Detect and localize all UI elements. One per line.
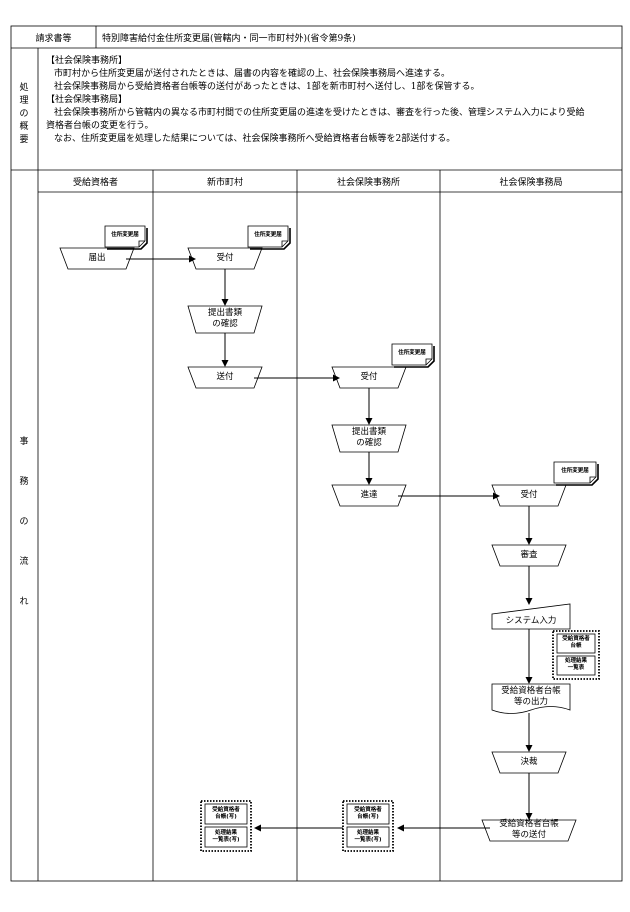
- doc-label-office: 住所変更届: [398, 350, 426, 356]
- doc-label-applicant: 住所変更届: [111, 232, 139, 238]
- step-sofu-municipality: 送付: [216, 372, 234, 382]
- step-todokede: 届出: [88, 253, 106, 263]
- summary-line-3: 【社会保険事務局】: [46, 95, 128, 105]
- doc-group-office: [342, 800, 394, 852]
- step-shape-shinsa: [491, 544, 567, 567]
- step-shape-shintatsu: [331, 484, 407, 507]
- step-shape-sofu2: [481, 819, 577, 842]
- flow-label: 事務の流れ: [19, 437, 29, 607]
- doc-kekka-copy-municipality: 処理結果一覧表(写): [212, 830, 240, 843]
- lane-header-bureau: 社会保険事務局: [499, 177, 563, 188]
- doc-shape-office: [391, 343, 433, 366]
- doc-daicho-copy-office: 受給資格者台帳(写): [354, 807, 382, 820]
- doc-group-bureau: [552, 630, 600, 680]
- header-title: 特別障害給付金住所変更届(管轄内・同一市町村外)(省令第9条): [102, 33, 356, 44]
- summary-line-2: 社会保険事務局から受給資格者台帳等の送付があったときは、1部を新市町村へ送付し、…: [54, 82, 480, 92]
- step-kakunin-office: 提出書類の確認: [351, 427, 386, 448]
- summary-label: 処理の概要: [19, 83, 29, 145]
- doc-kekka-copy-office: 処理結果一覧表(写): [354, 830, 382, 843]
- step-shape-system: [491, 603, 571, 630]
- step-shape-kessai: [491, 751, 567, 774]
- doc-group-municipality: [200, 800, 252, 852]
- doc-daicho-copy-municipality: 受給資格者台帳(写): [212, 807, 240, 820]
- step-shape-sofu1: [187, 366, 263, 389]
- step-uketsuke-municipality: 受付: [216, 253, 234, 263]
- summary-line-1: 市町村から住所変更届が送付されたときは、届書の内容を確認の上、社会保険事務局へ進…: [54, 69, 451, 79]
- step-shintatsu: 進達: [360, 490, 378, 500]
- doc-shape-bureau: [553, 461, 597, 484]
- step-shape-todokede: [59, 247, 135, 270]
- doc-label-municipality: 住所変更届: [254, 232, 282, 238]
- header-label: 請求書等: [35, 33, 72, 44]
- lane-header-new-municipality: 新市町村: [206, 177, 243, 188]
- lane-header-office: 社会保険事務所: [336, 177, 400, 188]
- step-shape-kakunin1: [187, 305, 263, 334]
- doc-shape-applicant: [104, 225, 146, 248]
- doc-label-bureau: 住所変更届: [561, 468, 589, 474]
- summary-line-5: 資格者台帳の変更を行う。: [46, 121, 154, 131]
- step-shinsa: 審査: [520, 550, 538, 560]
- summary-line-4: 社会保険事務所から管轄内の異なる市町村間での住所変更届の進達を受けたときは、審査…: [54, 108, 585, 118]
- lane-header-applicant: 受給資格者: [72, 177, 118, 188]
- doc-daicho-bureau: 受給資格者台帳: [562, 636, 590, 649]
- doc-kekka-bureau: 処理結果一覧表: [564, 658, 587, 671]
- step-kakunin-municipality: 提出書類の確認: [207, 308, 242, 329]
- summary-line-0: 【社会保険事務所】: [46, 56, 128, 66]
- step-system-input: システム入力: [505, 616, 557, 626]
- step-output: 受給資格者台帳等の出力: [501, 686, 561, 707]
- step-uketsuke-bureau: 受付: [520, 490, 538, 500]
- step-sofu-bureau: 受給資格者台帳等の送付: [499, 819, 559, 840]
- step-shape-output: [491, 683, 571, 714]
- step-uketsuke-office: 受付: [360, 372, 378, 382]
- summary-line-6: なお、住所変更届を処理した結果については、社会保険事務所へ受給資格者台帳等を2部…: [54, 134, 456, 144]
- step-kessai: 決裁: [520, 757, 538, 767]
- doc-shape-municipality: [247, 225, 289, 248]
- step-shape-kakunin2: [331, 424, 407, 453]
